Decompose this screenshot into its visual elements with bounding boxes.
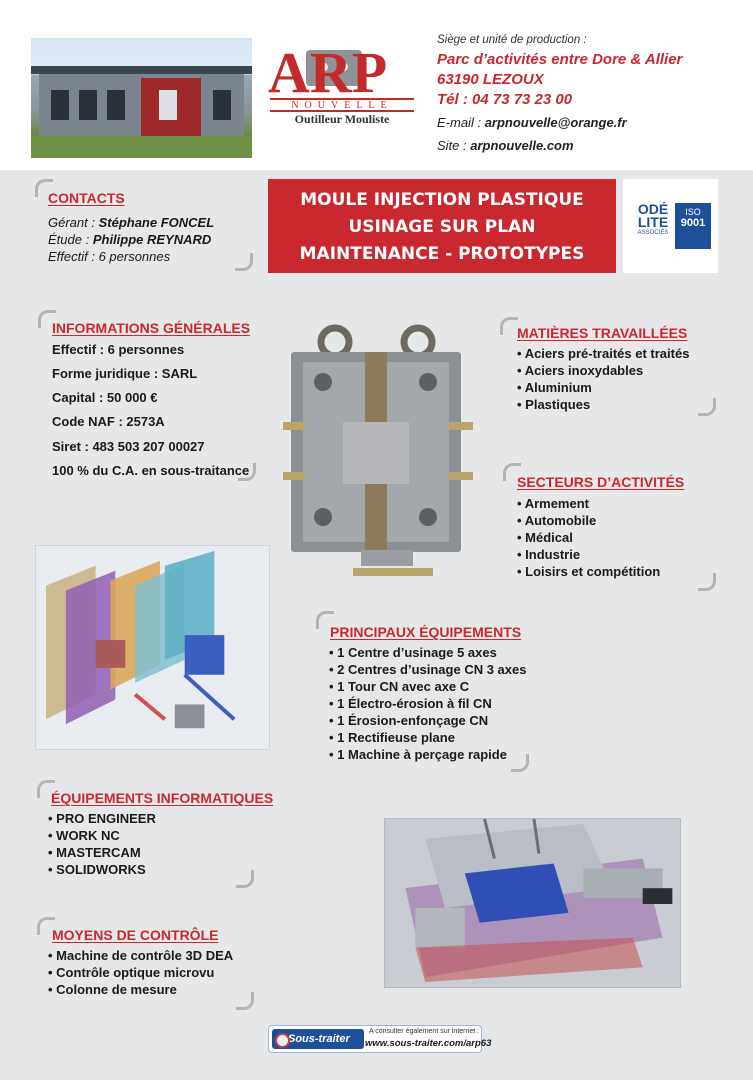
equipements-item: 1 Tour CN avec axe C xyxy=(329,679,469,694)
equipements-item: 1 Centre d’usinage 5 axes xyxy=(329,645,497,660)
matieres-item: Aciers inoxydables xyxy=(517,363,644,378)
iso-certification-logo: ODÉ LITE ASSOCIÉS ISO 9001 xyxy=(623,179,718,273)
banner-line3: MAINTENANCE - PROTOTYPES xyxy=(299,244,585,264)
equipements-item: 1 Électro-érosion à fil CN xyxy=(329,696,492,711)
etude-label: Étude : xyxy=(48,232,90,247)
corner-decoration xyxy=(38,310,56,328)
matieres-item: Aciers pré-traités et traités xyxy=(517,346,690,361)
matieres-item: Plastiques xyxy=(517,397,590,412)
odelite-logo: ODÉ LITE ASSOCIÉS xyxy=(631,201,675,249)
equipements-item: 1 Érosion-enfonçage CN xyxy=(329,713,488,728)
corner-decoration xyxy=(698,398,716,416)
corner-decoration xyxy=(37,780,55,798)
services-banner: MOULE INJECTION PLASTIQUE USINAGE SUR PL… xyxy=(268,179,616,273)
corner-decoration xyxy=(500,317,518,335)
cad-exploded-view xyxy=(35,545,270,750)
sous-traiter-logo: Sous-traiter xyxy=(272,1029,364,1049)
odelite-sub: ASSOCIÉS xyxy=(637,230,669,236)
phone-number: Tél : 04 73 73 23 00 xyxy=(437,91,573,108)
corner-decoration xyxy=(238,463,256,481)
iso-number: 9001 xyxy=(680,217,706,229)
email-link[interactable]: arpnouvelle@orange.fr xyxy=(484,115,627,130)
secteurs-item: Loisirs et compétition xyxy=(517,564,660,579)
odelite-line2: LITE xyxy=(637,214,669,230)
equipements-title: PRINCIPAUX ÉQUIPEMENTS xyxy=(330,624,522,640)
corner-decoration xyxy=(511,754,529,772)
informatiques-title: ÉQUIPEMENTS INFORMATIQUES xyxy=(51,790,274,806)
informatiques-item: PRO ENGINEER xyxy=(48,811,156,826)
page-header: ARP NOUVELLE Outilleur Mouliste Siège et… xyxy=(0,0,753,170)
informatiques-item: WORK NC xyxy=(48,828,120,843)
corner-decoration xyxy=(698,573,716,591)
equipements-item: 2 Centres d’usinage CN 3 axes xyxy=(329,662,526,677)
etude-line: Étude : Philippe REYNARD xyxy=(48,232,211,247)
iso-label: ISO xyxy=(685,207,701,217)
info-line: Effectif : 6 personnes xyxy=(52,342,185,357)
corner-decoration xyxy=(235,253,253,271)
corner-decoration xyxy=(37,917,55,935)
contacts-title: CONTACTS xyxy=(48,190,125,206)
address-line2: 63190 LEZOUX xyxy=(437,71,544,88)
odelite-line1: ODÉ xyxy=(637,201,669,217)
mold-photo xyxy=(283,324,473,576)
corner-decoration xyxy=(316,611,334,629)
sous-traiter-badge[interactable]: Sous-traiter A consulter également sur i… xyxy=(268,1025,491,1053)
site-label: Site : xyxy=(437,138,467,153)
matieres-item: Aluminium xyxy=(517,380,592,395)
banner-line2: USINAGE SUR PLAN xyxy=(348,217,536,237)
secteurs-title: SECTEURS D’ACTIVITÉS xyxy=(517,474,685,490)
info-line: Code NAF : 2573A xyxy=(52,414,165,429)
etude-name: Philippe REYNARD xyxy=(92,232,212,247)
info-line: Capital : 50 000 € xyxy=(52,390,158,405)
sous-traiter-note: A consulter également sur internet : xyxy=(369,1028,480,1035)
informatiques-item: MASTERCAM xyxy=(48,845,141,860)
building-photo xyxy=(31,38,252,158)
arp-logo: ARP NOUVELLE Outilleur Mouliste xyxy=(268,40,416,126)
secteurs-item: Automobile xyxy=(517,513,597,528)
gerant-name: Stéphane FONCEL xyxy=(98,215,215,230)
infos-title: INFORMATIONS GÉNÉRALES xyxy=(52,320,251,336)
logo-nouvelle: NOUVELLE xyxy=(270,98,414,112)
logo-text: ARP xyxy=(268,40,387,96)
site-link[interactable]: arpnouvelle.com xyxy=(470,138,574,153)
company-address: Siège et unité de production : Parc d’ac… xyxy=(437,34,737,153)
matieres-title: MATIÈRES TRAVAILLÉES xyxy=(517,325,688,341)
controle-item: Machine de contrôle 3D DEA xyxy=(48,948,233,963)
info-line: Siret : 483 503 207 00027 xyxy=(52,439,205,454)
info-line: 100 % du C.A. en sous-traitance xyxy=(52,463,250,478)
equipements-item: 1 Rectifieuse plane xyxy=(329,730,455,745)
sous-traiter-url[interactable]: www.sous-traiter.com/arp63 xyxy=(365,1038,492,1049)
controle-item: Colonne de mesure xyxy=(48,982,177,997)
email-label: E-mail : xyxy=(437,115,482,130)
logo-tagline: Outilleur Mouliste xyxy=(294,112,390,126)
secteurs-item: Industrie xyxy=(517,547,580,562)
corner-decoration xyxy=(503,463,521,481)
email-line: E-mail : arpnouvelle@orange.fr xyxy=(437,115,737,130)
corner-decoration xyxy=(236,992,254,1010)
banner-line1: MOULE INJECTION PLASTIQUE xyxy=(300,190,584,210)
gerant-line: Gérant : Stéphane FONCEL xyxy=(48,215,214,230)
equipements-item: 1 Machine à perçage rapide xyxy=(329,747,507,762)
corner-decoration xyxy=(236,870,254,888)
address-line1: Parc d’activités entre Dore & Allier xyxy=(437,51,683,68)
gerant-label: Gérant : xyxy=(48,215,95,230)
effectif-line: Effectif : 6 personnes xyxy=(48,249,171,264)
cad-mold-assembly xyxy=(384,818,681,988)
informatiques-item: SOLIDWORKS xyxy=(48,862,146,877)
siege-label: Siège et unité de production : xyxy=(437,34,587,46)
info-line: Forme juridique : SARL xyxy=(52,366,198,381)
secteurs-item: Médical xyxy=(517,530,573,545)
corner-decoration xyxy=(35,179,53,197)
controle-item: Contrôle optique microvu xyxy=(48,965,214,980)
controle-title: MOYENS DE CONTRÔLE xyxy=(52,927,219,943)
secteurs-item: Armement xyxy=(517,496,589,511)
site-line: Site : arpnouvelle.com xyxy=(437,138,737,153)
iso-badge: ISO 9001 xyxy=(675,203,711,249)
